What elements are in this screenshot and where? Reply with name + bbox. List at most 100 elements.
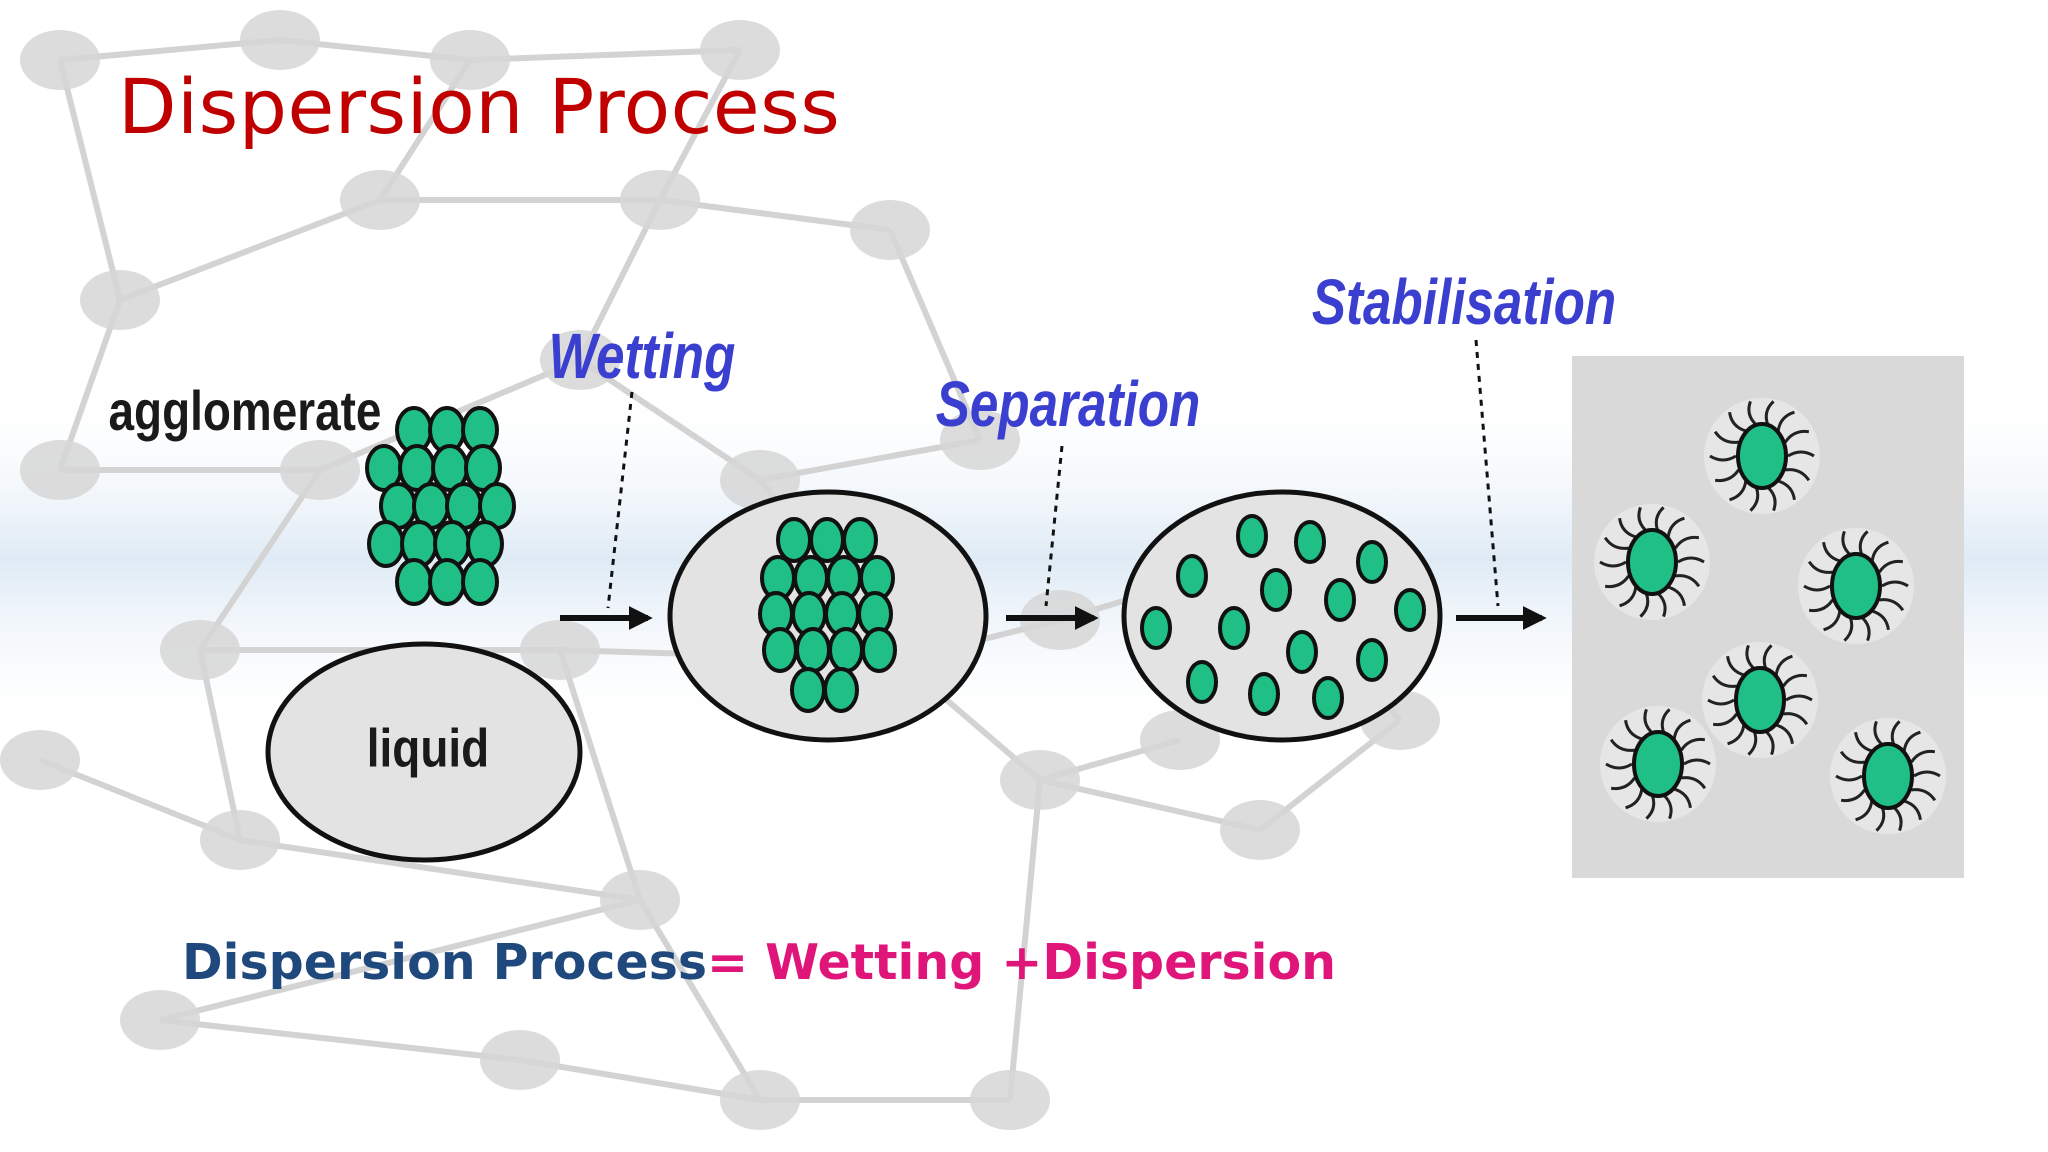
- particle: [790, 667, 826, 713]
- polymer-chain: [1774, 654, 1793, 676]
- atom-node: [20, 440, 100, 500]
- atom-node: [720, 450, 800, 510]
- leader-stabilisation: [1474, 339, 1500, 607]
- polymer-chain: [1709, 454, 1737, 462]
- polymer-chain: [1747, 400, 1758, 426]
- particle: [1176, 554, 1208, 598]
- polymer-chain: [1878, 559, 1904, 573]
- atom-node: [600, 870, 680, 930]
- polymer-chain: [1808, 599, 1834, 613]
- polymer-chain: [1785, 694, 1813, 702]
- atom-node: [0, 730, 80, 790]
- particle: [1312, 676, 1344, 720]
- polymer-chain: [1625, 788, 1644, 810]
- polymer-chain: [1782, 673, 1808, 687]
- polymer-chain: [1858, 530, 1869, 556]
- polymer-chain: [1749, 486, 1760, 512]
- liquid-label: liquid: [367, 718, 489, 778]
- atom-node: [620, 170, 700, 230]
- polymer-chain: [1707, 698, 1735, 706]
- stabilised-particle: [1736, 422, 1788, 490]
- polymer-chain: [1656, 592, 1667, 618]
- equation-rhs: = Wetting +Dispersion: [707, 934, 1337, 991]
- atom-node: [540, 330, 620, 390]
- polymer-chain: [1672, 718, 1691, 740]
- equation-lhs: Dispersion Process: [182, 934, 708, 991]
- polymer-chain: [1609, 738, 1635, 752]
- agglomerate-cluster: [365, 406, 516, 606]
- stage-label-wetting: Wetting: [549, 322, 736, 393]
- particle: [795, 627, 831, 673]
- particle: [1356, 540, 1388, 584]
- polymer-chain: [1854, 731, 1873, 753]
- stabilised-particle: [1632, 730, 1684, 798]
- particle: [762, 627, 798, 673]
- polymer-chain: [1599, 560, 1627, 568]
- particle: [367, 520, 405, 568]
- polymer-chain: [1714, 469, 1740, 483]
- polymer-chain: [1787, 450, 1815, 458]
- stage-label-separation: Separation: [936, 370, 1201, 441]
- polymer-chain: [1726, 655, 1745, 677]
- particle: [395, 558, 433, 606]
- particle: [828, 627, 864, 673]
- polymer-chain: [1654, 506, 1665, 532]
- bond-line: [159, 897, 641, 1023]
- polymer-chain: [1681, 776, 1707, 790]
- polymer-chain: [1764, 730, 1775, 756]
- polymer-chain: [1775, 723, 1794, 745]
- stabilised-particle: [1862, 742, 1914, 810]
- particle: [1186, 660, 1218, 704]
- particle: [1248, 672, 1280, 716]
- polymer-chain: [1855, 800, 1874, 822]
- bond-line: [57, 59, 123, 301]
- polymer-chain: [1776, 410, 1795, 432]
- polymer-chain: [1873, 720, 1884, 746]
- polymer-chain: [1727, 724, 1746, 746]
- atom-node: [850, 200, 930, 260]
- polymer-chain: [1777, 479, 1796, 501]
- polymer-chain: [1713, 430, 1739, 444]
- atom-node: [340, 170, 420, 230]
- bond-line: [118, 197, 382, 303]
- equation: Dispersion Process= Wetting +Dispersion: [182, 934, 1336, 991]
- polymer-chain: [1841, 530, 1852, 556]
- particle: [809, 517, 845, 563]
- polymer-chain: [1745, 644, 1756, 670]
- atom-node: [120, 990, 200, 1050]
- leader-wetting: [606, 391, 634, 609]
- atom-node: [520, 620, 600, 680]
- particle: [1260, 568, 1292, 612]
- stage-label-stabilisation: Stabilisation: [1312, 268, 1616, 339]
- polymer-chain: [1870, 540, 1889, 562]
- polymer-chain: [1762, 644, 1773, 670]
- polymer-chain: [1835, 774, 1863, 782]
- polymer-chain: [1662, 794, 1673, 820]
- polymer-chain: [1729, 480, 1748, 502]
- atom-node: [80, 270, 160, 330]
- polymer-chain: [1674, 535, 1700, 549]
- particle: [842, 517, 878, 563]
- polymer-chain: [1875, 806, 1886, 832]
- particle: [823, 667, 859, 713]
- polymer-chain: [1766, 486, 1777, 512]
- polymer-chain: [1645, 794, 1656, 820]
- polymer-chain: [1764, 400, 1775, 426]
- particle: [1394, 588, 1426, 632]
- atom-node: [280, 440, 360, 500]
- polymer-chain: [1807, 560, 1833, 574]
- atom-node: [1220, 800, 1300, 860]
- polymer-chain: [1910, 749, 1936, 763]
- stabilised-particles: [1594, 398, 1946, 834]
- atom-node: [1000, 750, 1080, 810]
- polymer-chain: [1892, 806, 1903, 832]
- bond-line: [1007, 779, 1043, 1101]
- polymer-chain: [1911, 788, 1937, 802]
- polymer-chain: [1619, 586, 1638, 608]
- stabilised-particle: [1830, 552, 1882, 620]
- polymer-chain: [1822, 541, 1841, 563]
- leader-separation: [1044, 445, 1064, 607]
- polymer-chain: [1667, 585, 1686, 607]
- polymer-chain: [1871, 609, 1890, 631]
